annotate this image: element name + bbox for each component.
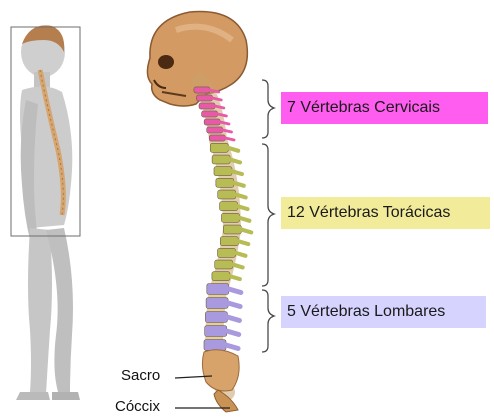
- thoracic-vertebra: [210, 143, 228, 152]
- bracket-thoracic: [262, 144, 274, 286]
- thoracic-vertebra-process: [238, 206, 248, 209]
- lumbar-vertebra: [207, 284, 229, 295]
- label-cervical-vertebrae: 7 Vértebras Cervicais: [281, 92, 488, 124]
- cervical-vertebra: [202, 111, 218, 117]
- thoracic-vertebra-process: [239, 218, 249, 221]
- cervical-vertebra-process: [210, 90, 219, 92]
- thoracic-vertebra-process: [241, 230, 251, 233]
- cervical-vertebra: [199, 103, 215, 109]
- cervical-vertebra: [204, 119, 220, 125]
- sacrum-bone: [202, 350, 239, 391]
- label-coccyx: Cóccix: [115, 398, 160, 415]
- cervical-vertebra: [207, 127, 223, 133]
- lumbar-vertebra-process: [226, 345, 238, 349]
- lumbar-vertebra: [205, 326, 227, 337]
- thoracic-vertebra-process: [238, 241, 248, 244]
- label-sacrum: Sacro: [121, 367, 160, 384]
- lumbar-vertebrae: [204, 284, 241, 351]
- cervical-vertebra-process: [223, 130, 232, 132]
- thoracic-vertebra-process: [232, 171, 242, 174]
- label-lumbar-vertebrae: 5 Vértebras Lombares: [281, 296, 486, 328]
- bracket-lumbar: [262, 290, 274, 352]
- thoracic-vertebra-process: [236, 253, 246, 256]
- thoracic-vertebra: [215, 260, 233, 269]
- thoracic-vertebra: [214, 167, 232, 176]
- thoracic-vertebra: [212, 272, 230, 281]
- thoracic-vertebra: [220, 237, 238, 246]
- bracket-cervical: [262, 80, 274, 138]
- thoracic-vertebra-process: [230, 160, 240, 163]
- thoracic-vertebra: [220, 202, 238, 211]
- thoracic-vertebra: [218, 248, 236, 257]
- thoracic-vertebra: [216, 178, 234, 187]
- thoracic-vertebra-process: [228, 148, 238, 151]
- thoracic-vertebra-process: [230, 276, 240, 279]
- thoracic-vertebra: [218, 190, 236, 199]
- cervical-vertebra-process: [220, 122, 229, 124]
- cervical-vertebra-process: [212, 98, 221, 100]
- cervical-vertebra-process: [218, 114, 227, 116]
- label-thoracic-vertebrae: 12 Vértebras Torácicas: [281, 197, 490, 229]
- lumbar-vertebra-process: [229, 289, 241, 293]
- lumbar-vertebra: [205, 312, 227, 323]
- cervical-vertebra-process: [215, 106, 224, 108]
- thoracic-vertebra-process: [234, 183, 244, 186]
- lumbar-vertebra-process: [227, 317, 239, 321]
- cervical-vertebra: [209, 135, 225, 141]
- lumbar-vertebra: [206, 298, 228, 309]
- cervical-vertebra: [196, 95, 212, 101]
- thoracic-vertebra-process: [233, 265, 243, 268]
- thoracic-vertebra-process: [236, 195, 246, 198]
- thoracic-vertebra: [212, 155, 230, 164]
- thoracic-vertebra: [221, 213, 239, 222]
- cervical-vertebra-process: [225, 138, 234, 140]
- lumbar-vertebra: [204, 340, 226, 351]
- human-body-figure: [16, 25, 80, 400]
- lumbar-vertebra-process: [227, 331, 239, 335]
- lumbar-vertebra-process: [228, 303, 240, 307]
- cervical-vertebra: [194, 87, 210, 93]
- thoracic-vertebra: [223, 225, 241, 234]
